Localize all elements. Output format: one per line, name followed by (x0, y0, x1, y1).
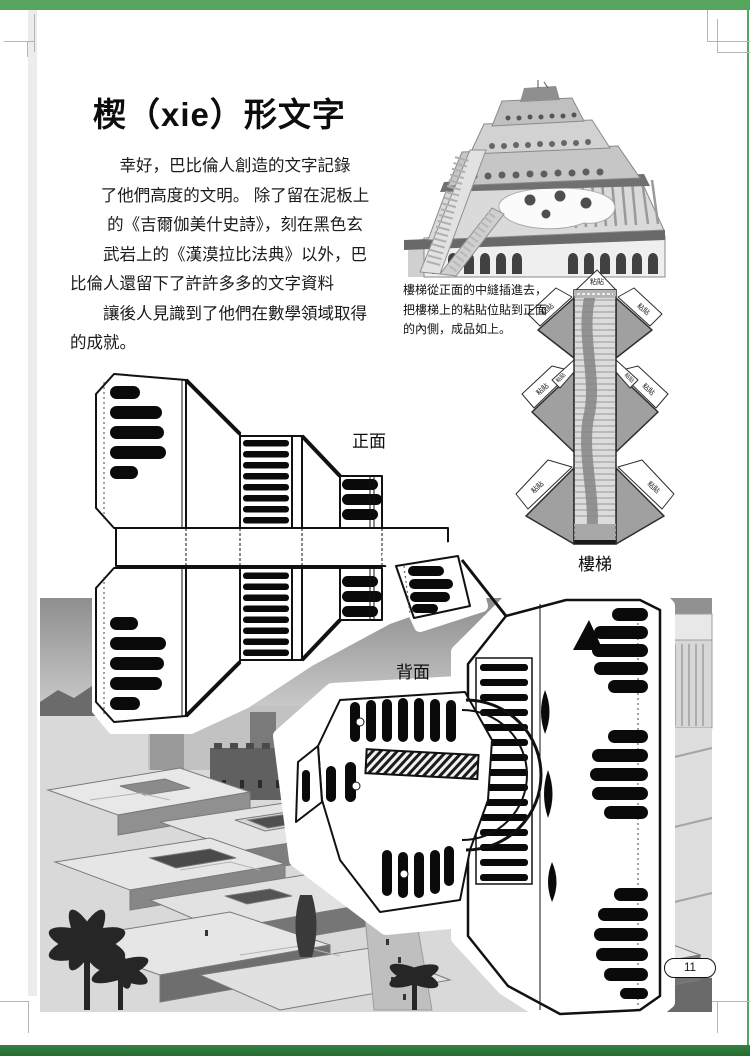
page-number-badge: 11 (664, 958, 716, 978)
back-template-label: 背面 (396, 663, 430, 682)
crop-mark (717, 1001, 718, 1033)
body-line: 的成就。 (70, 334, 136, 352)
stairs-template: 粘貼 粘貼 粘貼 粘貼 粘貼 粘貼 粘貼 粘貼 粘貼 (515, 269, 675, 545)
crop-mark (0, 1001, 29, 1002)
top-border-bar (0, 0, 750, 10)
crop-mark (707, 1001, 750, 1002)
page-title: 楔（xie）形文字 (93, 96, 346, 133)
body-paragraph: 幸好，巴比倫人創造的文字記錄 了他們高度的文明。 除了留在泥板上 的《吉爾伽美什… (70, 152, 400, 359)
crop-mark (707, 41, 750, 42)
front-back-template (92, 372, 452, 734)
body-line: 的《吉爾伽美什史詩》，刻在黑色玄 (107, 216, 363, 234)
ziggurat-figure (404, 80, 666, 278)
figure-caption: 樓梯從正面的中縫插進去， 把樓梯上的粘貼位貼到正面 的內側，成品如上。 (403, 281, 578, 340)
crop-mark (34, 14, 35, 52)
page-spine-shadow (28, 10, 37, 996)
page-number: 11 (684, 962, 696, 974)
crop-mark (28, 1001, 29, 1033)
back-right-panel (273, 540, 675, 1027)
crop-mark (27, 41, 28, 57)
body-line: 了他們高度的文明。 除了留在泥板上 (100, 186, 370, 205)
glue-tab-label: 粘貼 (590, 277, 604, 286)
crop-mark (4, 41, 34, 42)
crop-mark (717, 19, 718, 53)
body-line: 幸好，巴比倫人創造的文字記錄 (119, 157, 351, 175)
front-template-label: 正面 (352, 432, 386, 451)
body-line: 武岩上的《漢漠拉比法典》以外，巴 (103, 245, 367, 264)
crop-mark (707, 10, 708, 42)
bottom-border-bar (0, 1045, 750, 1056)
body-line: 比倫人還留下了許許多多的文字資料 (70, 275, 334, 293)
body-line: 讓後人見識到了他們在數學領域取得 (103, 304, 367, 323)
caption-line: 把樓梯上的粘貼位貼到正面 (403, 302, 548, 317)
caption-line: 的內側，成品如上。 (403, 322, 512, 336)
caption-line: 樓梯從正面的中縫插進去， (403, 283, 548, 297)
stairs-template-label: 樓梯 (578, 555, 612, 574)
crop-mark (717, 52, 750, 53)
right-border-line (747, 10, 749, 1045)
